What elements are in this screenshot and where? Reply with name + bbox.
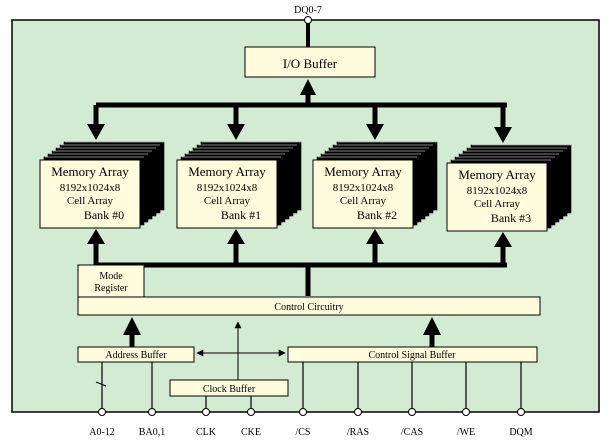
bank-1-control-arrow (227, 229, 245, 244)
bank-1-text-2: 8192x1024x8 (197, 182, 258, 194)
address-to-control-arrow (123, 317, 141, 335)
bank-0-text-2: 8192x1024x8 (60, 182, 121, 194)
io-buffer-box (244, 46, 376, 78)
io-bus-arrow-up (300, 79, 316, 95)
bank-2-data-arrow (366, 124, 384, 140)
bank-3-text-2: 8192x1024x8 (467, 185, 528, 197)
bank-2-text-4: Bank #2 (357, 208, 397, 222)
control-circuitry-label: Control Circuitry (274, 302, 343, 313)
bank-1-text-1: Memory Array (188, 164, 266, 179)
dq-pin-label: DQ0-7 (294, 5, 322, 16)
bank-1-data-arrow (227, 124, 245, 140)
pin-label-5: /RAS (347, 427, 369, 438)
pin-label-0: A0-12 (89, 427, 115, 438)
address-bus-width-tick (95, 381, 107, 387)
dq-pin (304, 16, 312, 24)
pin-label-6: /CAS (401, 427, 423, 438)
bank-1-text-3: Cell Array (204, 195, 251, 207)
bank-2-text-3: Cell Array (340, 195, 387, 207)
pin-7 (462, 408, 470, 416)
pin-label-3: CKE (241, 427, 261, 438)
bank-1-front (176, 159, 278, 229)
bank-0-text-1: Memory Array (51, 164, 129, 179)
bank-0-front (39, 159, 141, 229)
bank-2-text-2: 8192x1024x8 (333, 182, 394, 194)
pin-3 (247, 408, 255, 416)
bank-3-data-arrow (494, 127, 512, 143)
mode-register-line2: Register (94, 283, 128, 294)
bank-data-arrows (87, 105, 512, 143)
pin-6 (408, 408, 416, 416)
bank-0-text-3: Cell Array (67, 195, 114, 207)
external-pins: A0-12 BA0,1 CLK CKE/CS/RAS/CAS/WE DQM (89, 362, 533, 438)
bank-2-text-1: Memory Array (324, 164, 402, 179)
bank-2-control-arrow (366, 229, 384, 244)
pin-label-1: BA0,1 (139, 427, 165, 438)
bank-2-front (312, 159, 414, 229)
bank-3-text-4: Bank #3 (491, 211, 531, 225)
bank-0-data-arrow (87, 124, 105, 140)
pin-0 (98, 408, 106, 416)
pin-2 (202, 408, 210, 416)
io-buffer-label: I/O Buffer (283, 56, 338, 71)
bank-3-text-1: Memory Array (458, 167, 536, 182)
control-circuitry-box (77, 296, 541, 316)
pin-1 (148, 408, 156, 416)
bank-3-front (446, 162, 548, 232)
pin-label-7: /WE (457, 427, 475, 438)
bank-1-text-4: Bank #1 (221, 208, 261, 222)
pin-4 (299, 408, 307, 416)
bank-0-control-arrow (87, 229, 105, 244)
bank-control-arrows (87, 229, 512, 265)
address-buffer-label: Address Buffer (105, 350, 167, 361)
bank-3-text-3: Cell Array (474, 198, 521, 210)
mode-register-box (77, 264, 145, 298)
pin-label-8: DQM (509, 427, 532, 438)
bank-3-control-arrow (494, 232, 512, 247)
pin-label-2: CLK (196, 427, 217, 438)
control-signal-buffer-label: Control Signal Buffer (368, 350, 456, 361)
bank-0-text-4: Bank #0 (84, 208, 124, 222)
mode-register-line1: Mode (99, 271, 123, 282)
pin-5 (354, 408, 362, 416)
clock-buffer-label: Clock Buffer (203, 384, 256, 395)
clock-buffer-box (169, 379, 289, 397)
address-buffer-box (77, 346, 195, 363)
pin-8 (517, 408, 525, 416)
signal-to-control-arrow (423, 317, 441, 335)
pin-label-4: /CS (295, 427, 310, 438)
